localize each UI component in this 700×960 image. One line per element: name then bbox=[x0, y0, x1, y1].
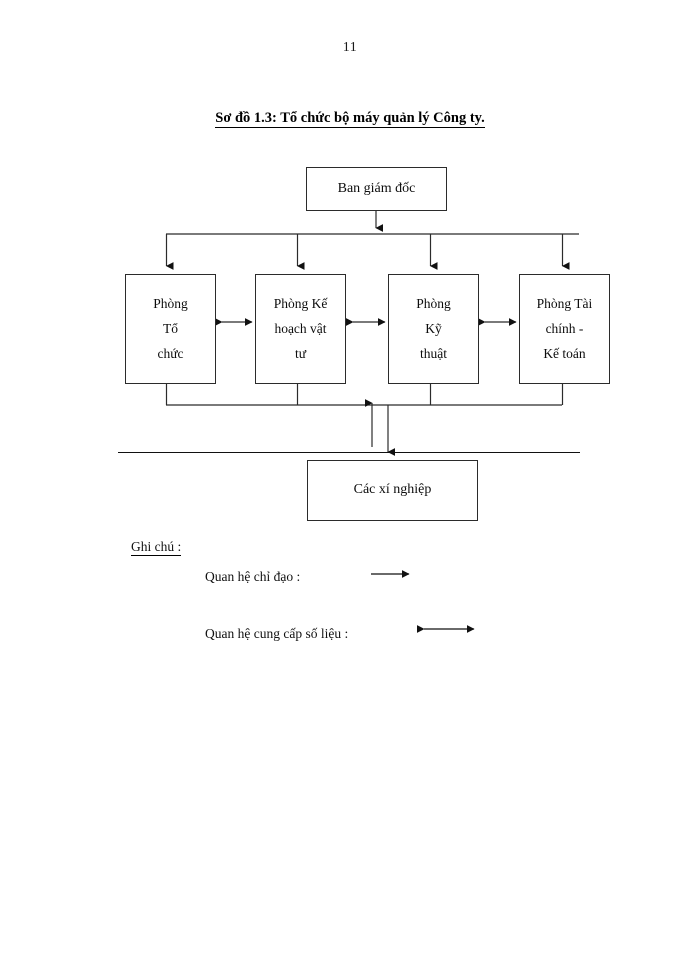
node-dept-4-line-1: Phòng Tài bbox=[536, 295, 593, 311]
node-department-finance-accounting: Phòng Tài chính - Kế toán bbox=[519, 274, 610, 384]
legend-entry-command-label: Quan hệ chỉ đạo : bbox=[205, 569, 301, 584]
node-dept-2-line-3: tư bbox=[294, 346, 307, 362]
node-units-line-1: Các xí nghiệp bbox=[353, 482, 432, 498]
node-dept-1-line-3: chức bbox=[157, 346, 184, 362]
node-dept-2-line-1: Phòng Kế bbox=[273, 295, 328, 311]
node-dept-3-line-3: thuật bbox=[420, 346, 447, 362]
page-number: 11 bbox=[342, 40, 358, 55]
node-dept-4-line-3: Kế toán bbox=[543, 346, 586, 362]
node-dept-1-line-2: Tổ bbox=[163, 320, 178, 336]
node-department-organization: Phòng Tổ chức bbox=[125, 274, 216, 384]
legend-title: Ghi chú : bbox=[131, 539, 182, 556]
legend-entry-data-supply-label: Quan hệ cung cấp số liệu : bbox=[205, 626, 349, 641]
node-dept-1-line-1: Phòng bbox=[153, 295, 188, 311]
node-dept-4-line-2: chính - bbox=[545, 320, 584, 336]
node-dept-2-line-2: hoạch vật bbox=[274, 320, 327, 336]
node-board-line-1: Ban giám đốc bbox=[337, 180, 416, 196]
node-enterprises: Các xí nghiệp bbox=[307, 460, 478, 521]
figure-title-text: Sơ đồ 1.3: Tổ chức bộ máy quản lý Công t… bbox=[215, 110, 485, 128]
node-dept-3-line-2: Kỹ bbox=[425, 320, 442, 336]
node-department-technical: Phòng Kỹ thuật bbox=[388, 274, 479, 384]
node-board-of-directors: Ban giám đốc bbox=[306, 167, 447, 211]
figure-title: Sơ đồ 1.3: Tổ chức bộ máy quản lý Công t… bbox=[0, 110, 700, 128]
node-department-planning-materials: Phòng Kế hoạch vật tư bbox=[255, 274, 346, 384]
node-dept-3-line-1: Phòng bbox=[416, 295, 451, 311]
legend-title-text: Ghi chú : bbox=[131, 539, 182, 556]
